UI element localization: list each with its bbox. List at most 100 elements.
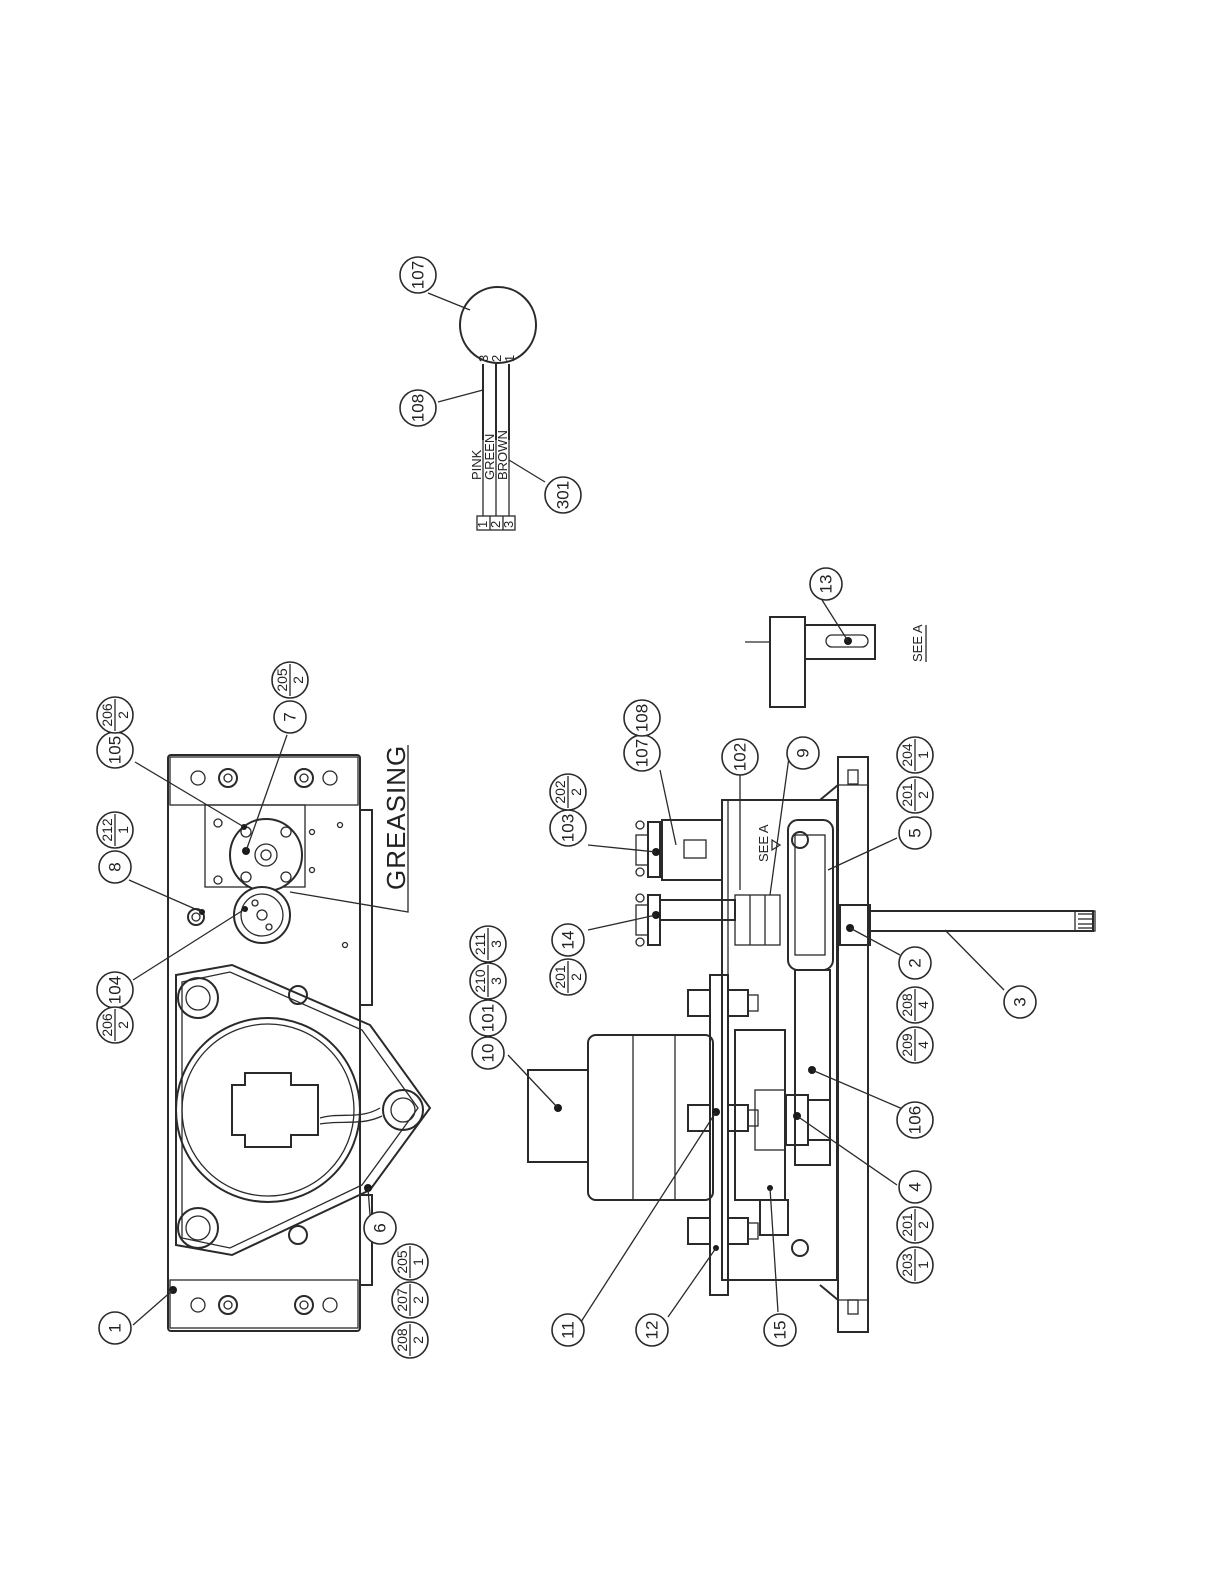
balloon-101: 101 xyxy=(470,1000,506,1036)
svg-text:209: 209 xyxy=(899,1033,915,1057)
svg-text:12: 12 xyxy=(643,1321,662,1340)
svg-text:108: 108 xyxy=(633,704,652,732)
balloon-106: 106 xyxy=(897,1102,933,1138)
svg-text:7: 7 xyxy=(281,712,300,721)
balloon-9: 9 xyxy=(787,737,819,769)
svg-text:104: 104 xyxy=(106,976,125,1004)
svg-text:3: 3 xyxy=(1011,997,1030,1006)
svg-text:2: 2 xyxy=(115,1021,131,1029)
balloon-105: 105 xyxy=(97,732,133,768)
svg-text:210: 210 xyxy=(472,969,488,993)
svg-text:1: 1 xyxy=(915,1261,931,1269)
svg-text:212: 212 xyxy=(99,818,115,842)
balloon-108-harness: 108 xyxy=(400,390,436,426)
svg-text:107: 107 xyxy=(633,739,652,767)
svg-text:205: 205 xyxy=(394,1250,410,1274)
balloon-2: 2 xyxy=(899,947,931,979)
greasing-label: GREASING xyxy=(381,745,411,890)
svg-text:201: 201 xyxy=(899,783,915,807)
svg-text:9: 9 xyxy=(794,748,813,757)
qty-balloon-201-upper: 201 2 xyxy=(550,959,586,995)
svg-text:8: 8 xyxy=(106,862,125,871)
qty-balloon-201-right: 201 2 xyxy=(897,777,933,813)
balloon-103: 103 xyxy=(550,810,586,846)
balloon-5: 5 xyxy=(899,817,931,849)
qty-balloon-206-top: 206 2 xyxy=(97,697,133,733)
qty-balloon-204: 204 1 xyxy=(897,737,933,773)
wire-brown-label: BROWN xyxy=(495,430,510,480)
svg-text:2: 2 xyxy=(915,791,931,799)
svg-text:107: 107 xyxy=(409,261,428,289)
svg-text:201: 201 xyxy=(552,965,568,989)
qty-balloon-208-top: 208 2 xyxy=(392,1322,428,1358)
svg-text:206: 206 xyxy=(99,703,115,727)
svg-text:4: 4 xyxy=(915,1041,931,1049)
svg-text:207: 207 xyxy=(394,1288,410,1312)
balloon-10: 10 xyxy=(472,1037,504,1069)
balloon-301: 301 xyxy=(545,477,581,513)
balloon-104: 104 xyxy=(97,972,133,1008)
svg-text:108: 108 xyxy=(409,394,428,422)
qty-balloon-208-right: 208 4 xyxy=(897,987,933,1023)
balloon-8: 8 xyxy=(99,851,131,883)
svg-text:208: 208 xyxy=(394,1328,410,1352)
terminal-3-label: 3 xyxy=(501,521,516,528)
balloon-4: 4 xyxy=(899,1171,931,1203)
svg-text:2: 2 xyxy=(115,711,131,719)
qty-balloon-205-top: 205 2 xyxy=(272,662,308,698)
svg-text:102: 102 xyxy=(731,743,750,771)
svg-text:105: 105 xyxy=(106,736,125,764)
qty-balloon-211: 211 3 xyxy=(470,926,506,962)
side-view-assembly: SEE A xyxy=(528,757,1095,1332)
svg-text:2: 2 xyxy=(568,973,584,981)
balloon-107-harness: 107 xyxy=(400,257,436,293)
svg-text:202: 202 xyxy=(552,780,568,804)
qty-balloon-210: 210 3 xyxy=(470,963,506,999)
balloon-107-side: 107 xyxy=(624,735,660,771)
balloon-13: 13 xyxy=(810,568,842,600)
balloon-12: 12 xyxy=(636,1314,668,1346)
svg-text:14: 14 xyxy=(559,931,578,950)
svg-text:15: 15 xyxy=(771,1321,790,1340)
svg-text:1: 1 xyxy=(106,1323,125,1332)
balloon-15: 15 xyxy=(764,1314,796,1346)
svg-text:10: 10 xyxy=(479,1044,498,1063)
svg-text:5: 5 xyxy=(906,828,925,837)
pin-1-label: 1 xyxy=(502,355,517,362)
svg-text:6: 6 xyxy=(371,1223,390,1232)
qty-balloon-205-bottom: 205 1 xyxy=(392,1244,428,1280)
svg-text:203: 203 xyxy=(899,1253,915,1277)
svg-text:2: 2 xyxy=(410,1336,426,1344)
balloon-1: 1 xyxy=(99,1312,131,1344)
balloon-11: 11 xyxy=(552,1314,584,1346)
balloon-102: 102 xyxy=(722,739,758,775)
detail-view-see-a: SEE A xyxy=(745,617,926,707)
qty-balloon-202: 202 2 xyxy=(550,774,586,810)
svg-text:3: 3 xyxy=(488,977,504,985)
qty-balloon-209: 209 4 xyxy=(897,1027,933,1063)
svg-text:1: 1 xyxy=(410,1258,426,1266)
svg-text:205: 205 xyxy=(274,668,290,692)
see-a-arrow-label: SEE A xyxy=(756,824,771,862)
svg-text:206: 206 xyxy=(99,1013,115,1037)
balloon-3: 3 xyxy=(1004,986,1036,1018)
svg-text:1: 1 xyxy=(915,751,931,759)
svg-text:208: 208 xyxy=(899,993,915,1017)
svg-text:1: 1 xyxy=(115,826,131,834)
svg-text:13: 13 xyxy=(817,575,836,594)
see-a-view-label: SEE A xyxy=(910,624,925,662)
balloon-14: 14 xyxy=(552,924,584,956)
qty-balloon-201-lower: 201 2 xyxy=(897,1207,933,1243)
qty-balloon-203: 203 1 xyxy=(897,1247,933,1283)
svg-text:106: 106 xyxy=(906,1106,925,1134)
svg-text:4: 4 xyxy=(906,1182,925,1191)
qty-balloon-206-bottom: 206 2 xyxy=(97,1007,133,1043)
svg-text:2: 2 xyxy=(568,788,584,796)
svg-text:2: 2 xyxy=(906,958,925,967)
svg-text:301: 301 xyxy=(554,481,573,509)
balloon-6: 6 xyxy=(364,1212,396,1244)
qty-balloon-212: 212 1 xyxy=(97,812,133,848)
svg-text:2: 2 xyxy=(290,676,306,684)
qty-balloon-207: 207 2 xyxy=(392,1282,428,1318)
